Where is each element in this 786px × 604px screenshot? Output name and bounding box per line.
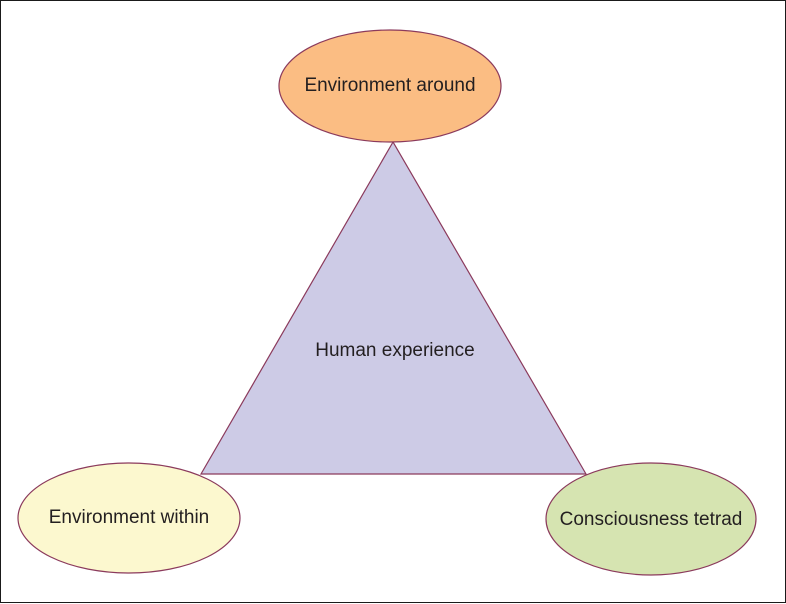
node-environment-within-label: Environment within — [49, 507, 210, 528]
node-consciousness-tetrad — [545, 462, 757, 576]
node-environment-around — [278, 29, 502, 143]
human-experience-triangle — [199, 140, 588, 475]
node-consciousness-tetrad-label: Consciousness tetrad — [560, 509, 743, 530]
center-label: Human experience — [315, 340, 474, 361]
node-environment-within — [17, 462, 241, 574]
node-environment-around-label: Environment around — [304, 75, 475, 96]
